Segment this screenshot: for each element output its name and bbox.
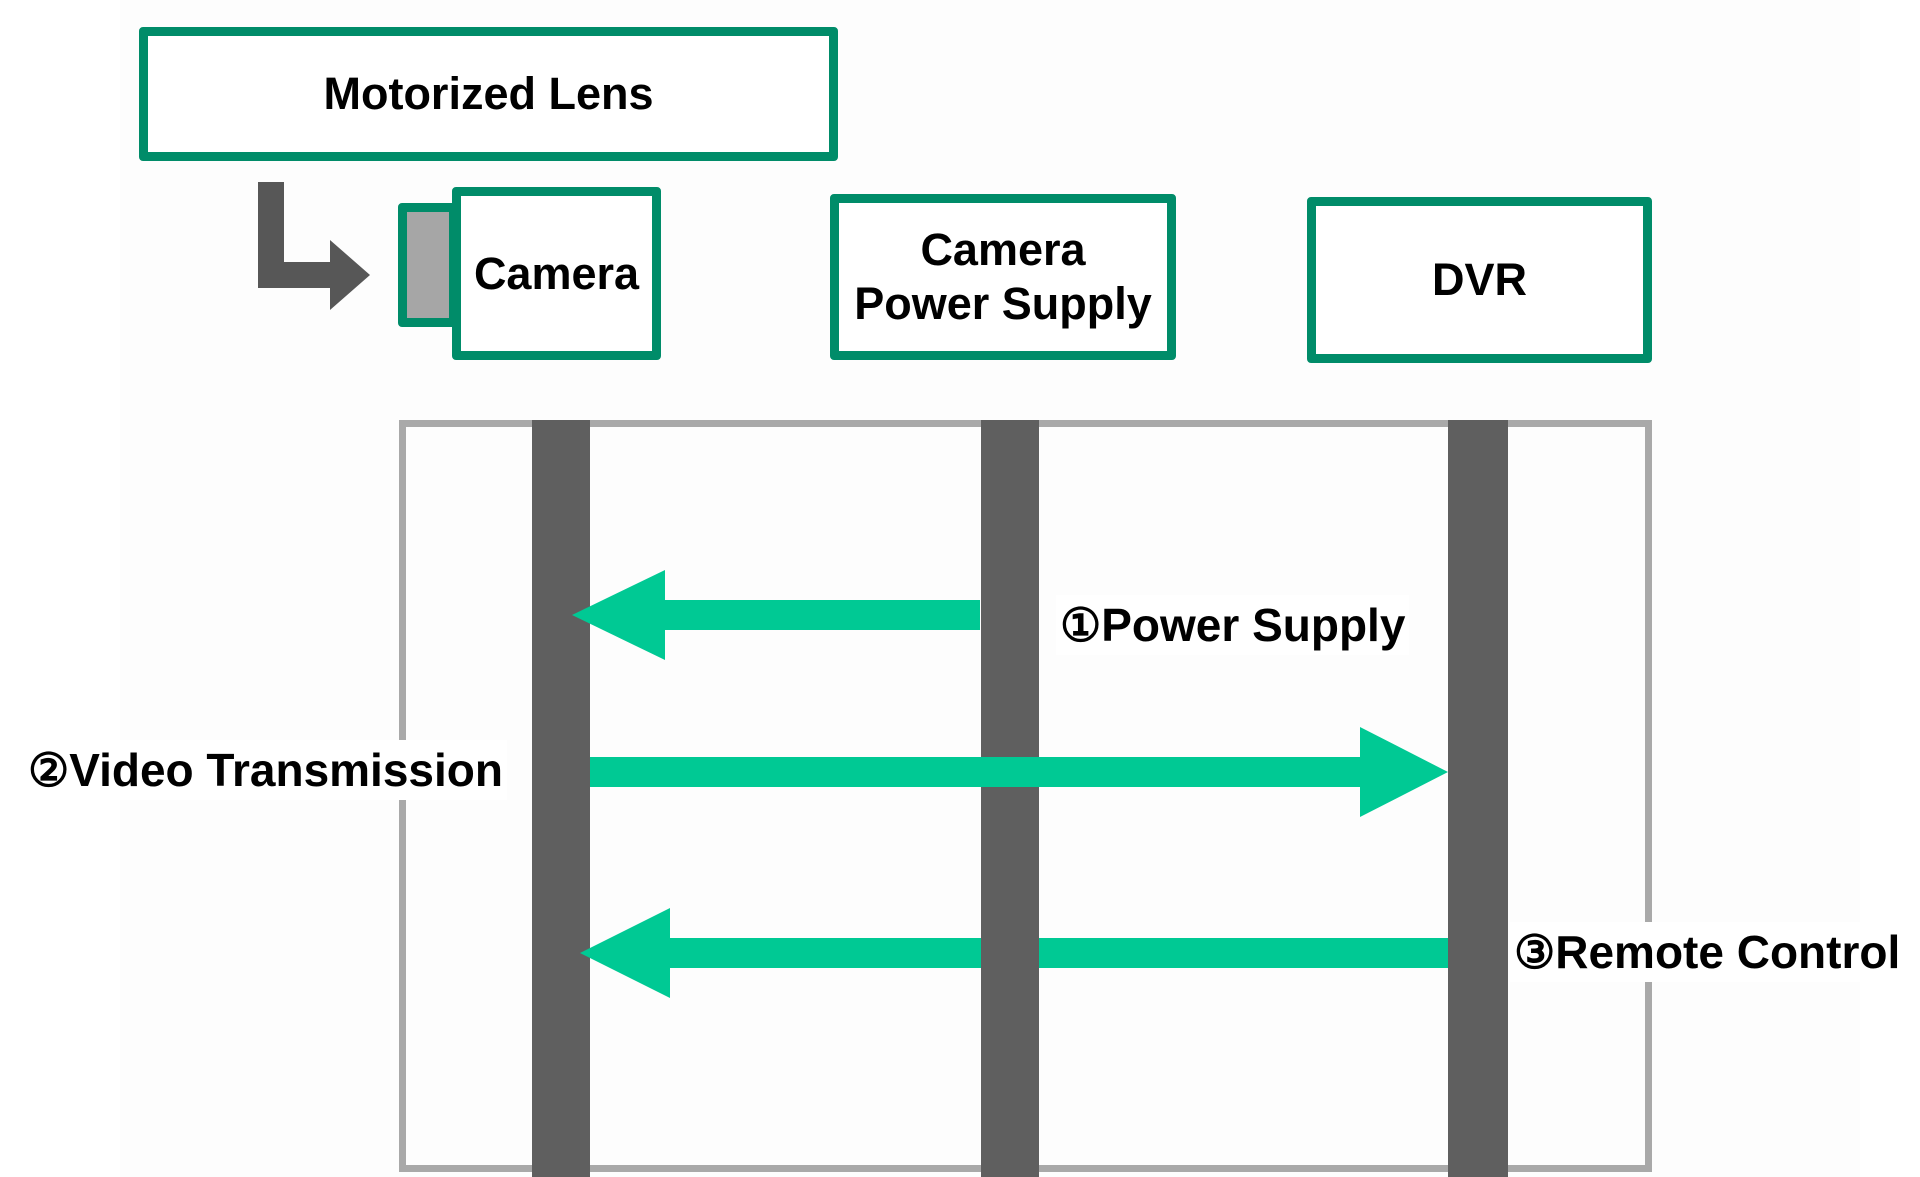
dvr-lifeline: [1448, 420, 1508, 1177]
camera-lifeline: [532, 420, 590, 1177]
power-supply-lifeline: [981, 420, 1039, 1177]
dvr-box: DVR: [1307, 197, 1652, 363]
signal-label-power-supply: ①Power Supply: [1056, 595, 1410, 655]
camera-box: Camera: [452, 187, 661, 360]
signal-label-remote-control: ③Remote Control: [1510, 922, 1905, 982]
power-supply-label-line2: Power Supply: [854, 278, 1152, 329]
bent-arrow-icon: [258, 182, 370, 310]
power-supply-label-line1: Camera: [920, 224, 1086, 275]
dvr-label: DVR: [1431, 254, 1527, 305]
motorized-lens-box: Motorized Lens: [139, 27, 838, 161]
power-supply-arrow: [572, 570, 980, 660]
motorized-lens-label: Motorized Lens: [323, 68, 654, 119]
camera-label: Camera: [473, 247, 640, 299]
camera-power-supply-box: Camera Power Supply: [830, 194, 1176, 360]
video-transmission-arrow: [590, 727, 1448, 817]
remote-control-arrow: [580, 908, 1448, 998]
signal-label-video-transmission: ②Video Transmission: [24, 740, 507, 800]
